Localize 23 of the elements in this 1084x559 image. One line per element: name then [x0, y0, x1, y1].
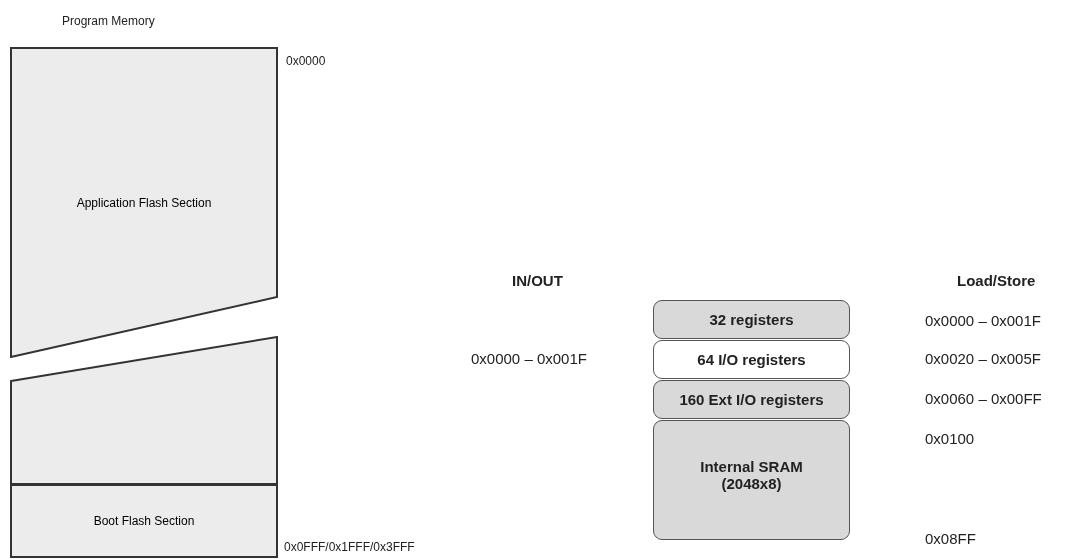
- memory-block: [653, 380, 850, 419]
- address-range: 0x0060 – 0x00FF: [925, 390, 1042, 407]
- section-label: 64 I/O registers: [697, 351, 806, 368]
- section-label: Internal SRAM (2048x8): [699, 458, 804, 492]
- section-label: 32 registers: [709, 311, 794, 328]
- column-heading: Load/Store: [957, 272, 1036, 289]
- address-range: 0x0000 – 0x001F: [471, 350, 587, 367]
- memory-block: [653, 340, 850, 379]
- address-range: 0x0000 – 0x001F: [925, 312, 1041, 329]
- address-range: 0x0020 – 0x005F: [925, 350, 1041, 367]
- address-label: 0x0100: [925, 430, 975, 447]
- section-label: 160 Ext I/O registers: [679, 391, 824, 408]
- memory-block: [653, 420, 850, 540]
- section-label: Application Flash Section: [76, 195, 212, 210]
- memory-block: [653, 300, 850, 339]
- section-label: Boot Flash Section: [93, 514, 195, 528]
- address-label: 0x0000: [286, 54, 326, 68]
- flash-section: [10, 336, 278, 485]
- address-label: 0x0FFF/0x1FFF/0x3FFF: [284, 540, 415, 554]
- flash-section: [10, 484, 278, 558]
- memory-title: Program Memory: [62, 14, 155, 28]
- address-label: 0x08FF: [925, 530, 976, 547]
- column-heading: IN/OUT: [512, 272, 563, 289]
